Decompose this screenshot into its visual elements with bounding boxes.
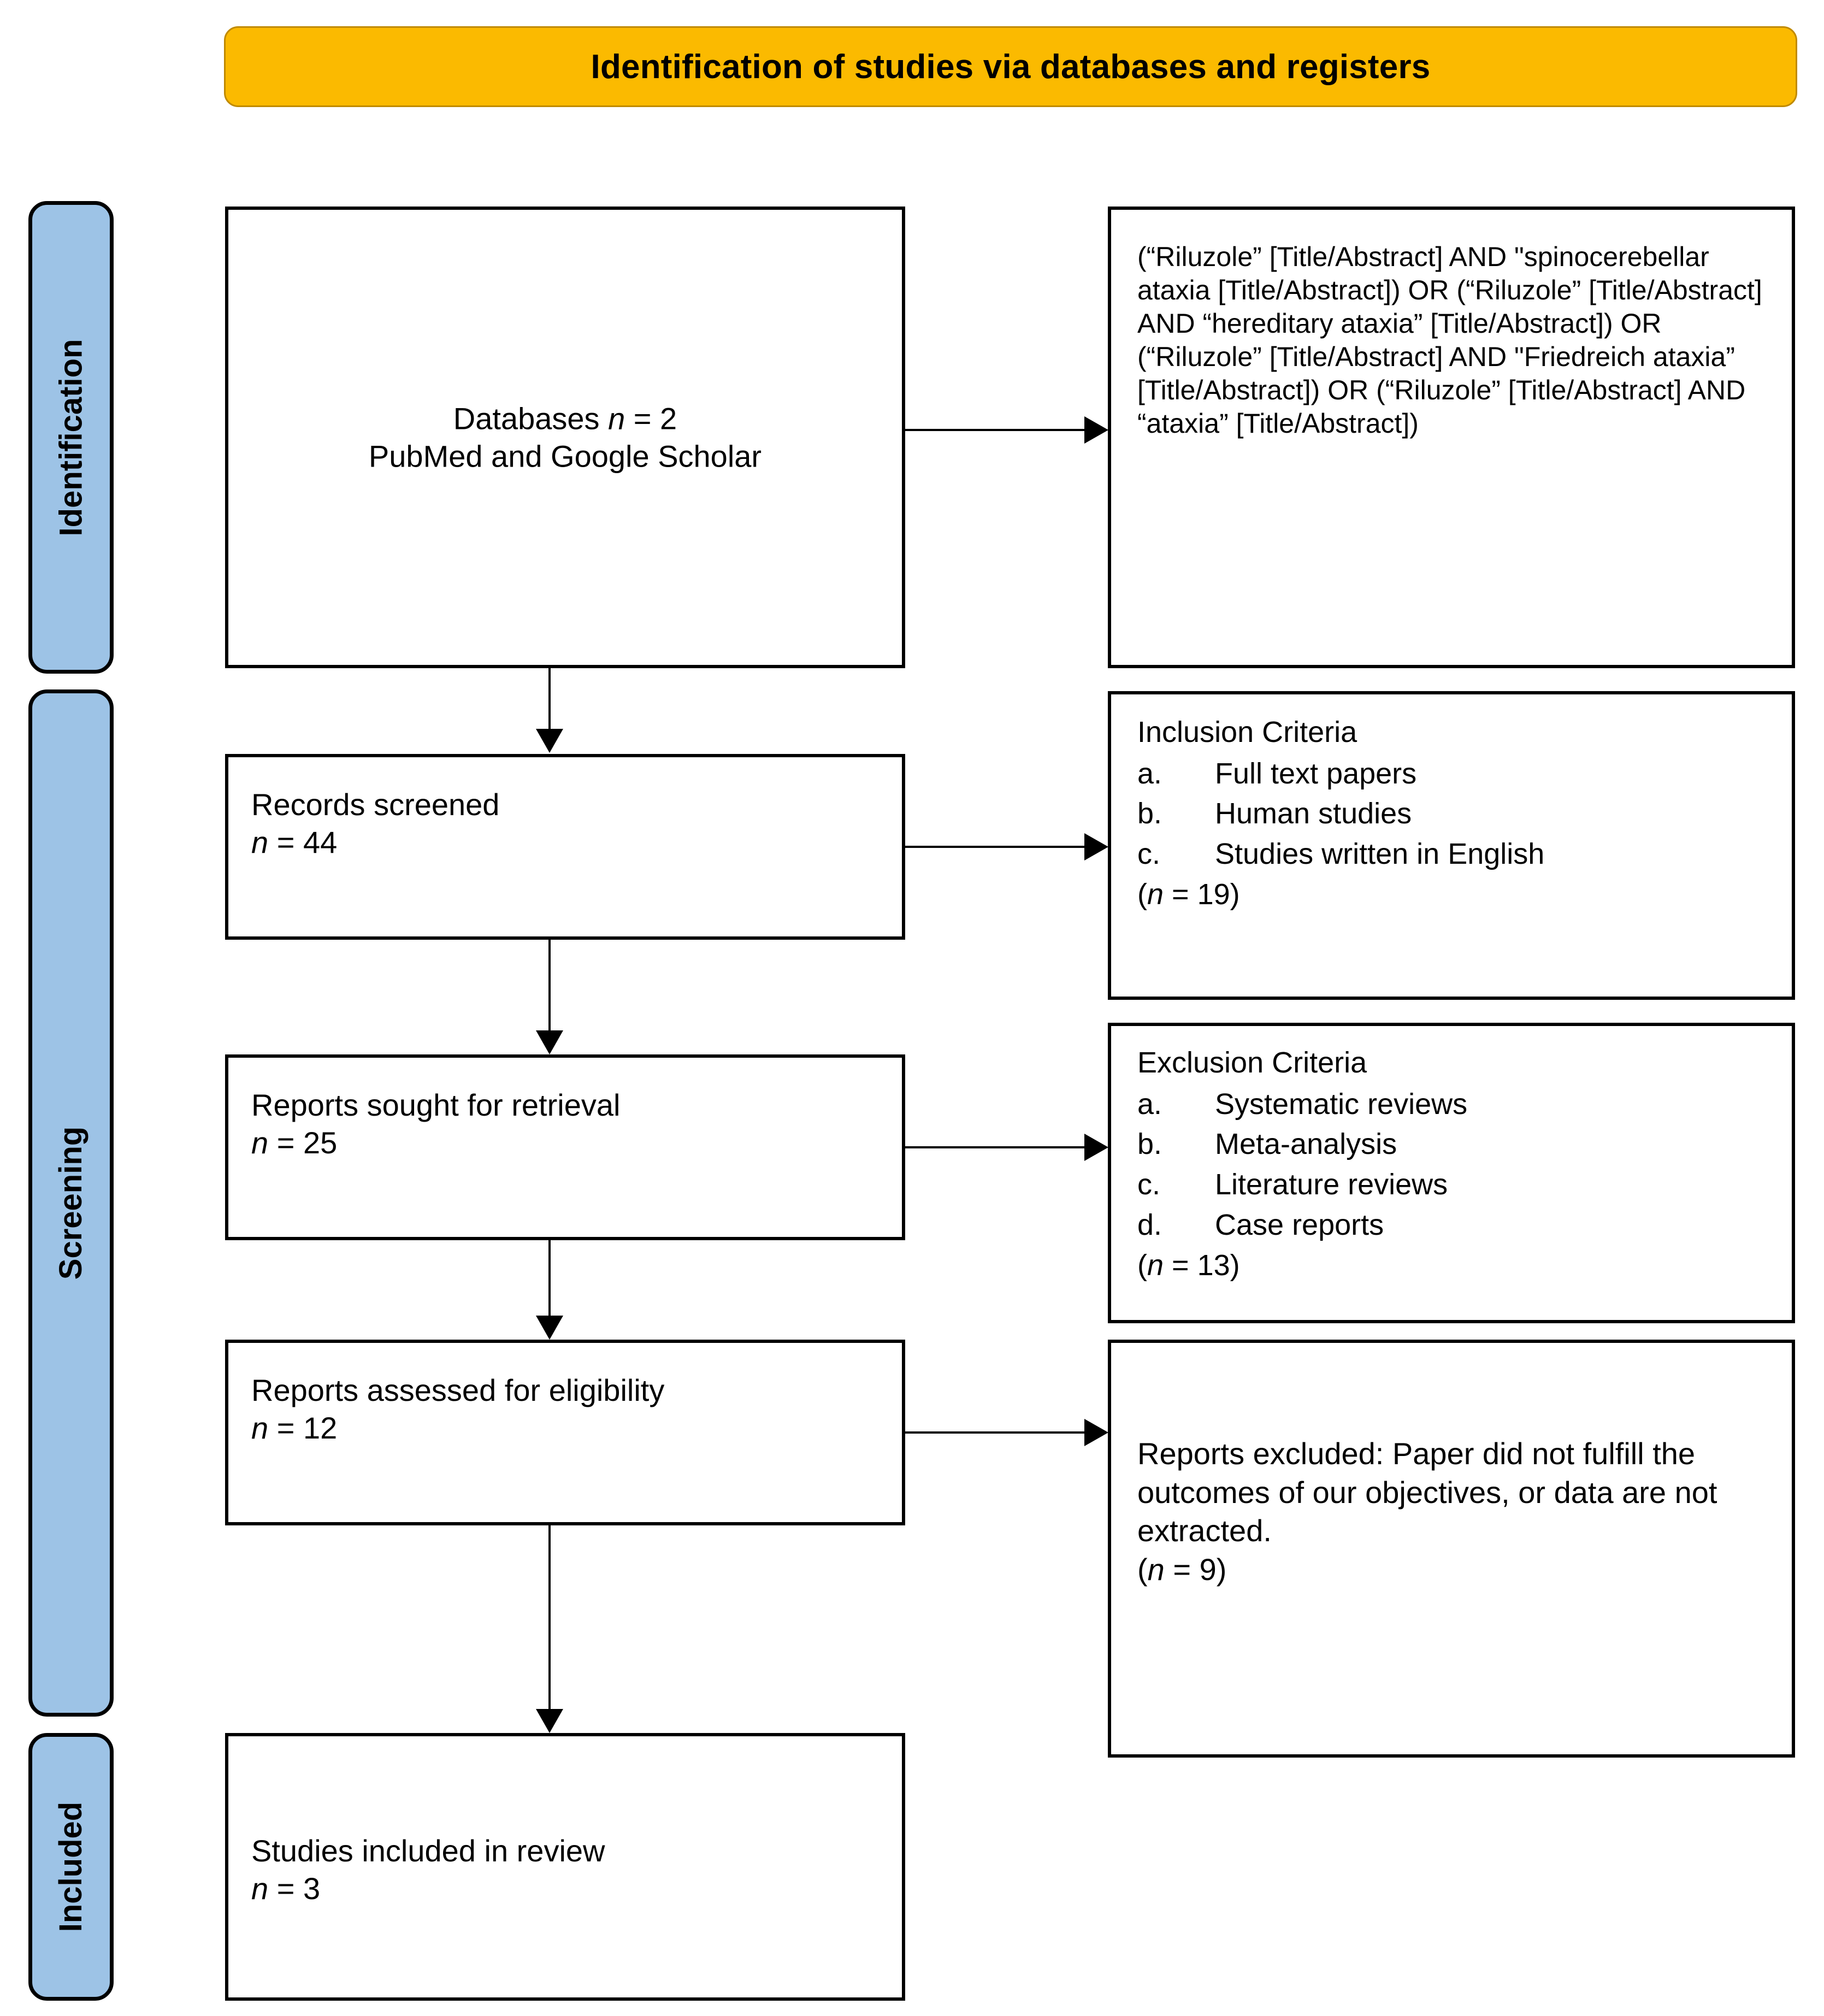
records-screened-n-value: = 44 (268, 825, 338, 860)
records-screened-title: Records screened (251, 787, 500, 822)
reports-assessed-count: n = 12 (251, 1409, 884, 1447)
exclusion-item-marker-c: c. (1137, 1168, 1161, 1201)
box-records-screened: Records screened n = 44 (225, 754, 905, 940)
reports-sought-title: Reports sought for retrieval (251, 1088, 621, 1122)
exclusion-count-value: = 13) (1164, 1248, 1240, 1282)
exclusion-item-marker-d: d. (1137, 1208, 1162, 1241)
exclusion-item-marker-b: b. (1137, 1128, 1162, 1161)
box-search-query: (“Riluzole” [Title/Abstract] AND "spinoc… (1108, 207, 1795, 668)
arrowhead-assessed-to-excluded (1084, 1419, 1108, 1446)
box-databases: Databases n = 2 PubMed and Google Schola… (225, 207, 905, 668)
databases-line-2: PubMed and Google Scholar (368, 439, 762, 474)
connector-assessed-to-included (548, 1525, 551, 1710)
arrowhead-records-to-sought (536, 1030, 563, 1054)
exclusion-item-label-c: Literature reviews (1215, 1168, 1448, 1201)
connector-sought-to-assessed (548, 1240, 551, 1317)
connector-databases-to-records (548, 668, 551, 730)
inclusion-count-value: = 19) (1164, 877, 1240, 911)
exclusion-criteria-item: b. Meta-analysis (1137, 1127, 1775, 1162)
reports-excluded-count-prefix: ( (1137, 1552, 1148, 1587)
reports-excluded-text: Reports excluded: Paper did not fulfill … (1137, 1436, 1717, 1548)
arrowhead-databases-to-records (536, 729, 563, 753)
exclusion-item-label-b: Meta-analysis (1215, 1128, 1397, 1161)
studies-included-title: Studies included in review (251, 1834, 605, 1868)
reports-sought-n-symbol: n (251, 1125, 269, 1160)
box-studies-included-in-review: Studies included in review n = 3 (225, 1733, 905, 2001)
page-title: Identification of studies via databases … (224, 26, 1797, 107)
page-title-text: Identification of studies via databases … (591, 48, 1431, 86)
reports-excluded-count-n-symbol: n (1147, 1552, 1165, 1587)
box-reports-assessed-for-eligibility: Reports assessed for eligibility n = 12 (225, 1340, 905, 1525)
stage-label-included-text: Included (53, 1801, 88, 1932)
inclusion-item-label-a: Full text papers (1215, 757, 1417, 790)
reports-excluded-count: (n = 9) (1137, 1551, 1770, 1589)
reports-assessed-n-symbol: n (251, 1411, 269, 1446)
inclusion-criteria-item: a. Full text papers (1137, 757, 1775, 792)
arrowhead-sought-to-exclusion (1084, 1134, 1108, 1161)
inclusion-criteria-item: b. Human studies (1137, 797, 1775, 832)
search-query-text: (“Riluzole” [Title/Abstract] AND "spinoc… (1137, 241, 1762, 439)
inclusion-item-marker-a: a. (1137, 757, 1162, 790)
inclusion-count-n-symbol: n (1147, 877, 1164, 911)
box-reports-sought-for-retrieval: Reports sought for retrieval n = 25 (225, 1054, 905, 1240)
databases-line-1: Databases n = 2 (228, 399, 902, 437)
records-screened-count: n = 44 (251, 823, 884, 861)
reports-sought-count: n = 25 (251, 1124, 884, 1162)
inclusion-item-marker-c: c. (1137, 838, 1161, 871)
exclusion-criteria-item: a. Systematic reviews (1137, 1087, 1775, 1122)
inclusion-criteria-count: (n = 19) (1137, 877, 1775, 912)
reports-assessed-n-value: = 12 (268, 1411, 338, 1446)
inclusion-item-label-c: Studies written in English (1215, 838, 1545, 871)
inclusion-count-prefix: ( (1137, 877, 1147, 911)
connector-records-to-sought (548, 940, 551, 1031)
box-inclusion-criteria: Inclusion Criteria a. Full text papers b… (1108, 691, 1795, 1000)
inclusion-criteria-item: c. Studies written in English (1137, 837, 1775, 872)
stage-label-identification-text: Identification (53, 339, 89, 536)
box-reports-excluded: Reports excluded: Paper did not fulfill … (1108, 1340, 1795, 1758)
records-screened-n-symbol: n (251, 825, 269, 860)
box-exclusion-criteria: Exclusion Criteria a. Systematic reviews… (1108, 1023, 1795, 1323)
reports-assessed-title: Reports assessed for eligibility (251, 1373, 665, 1407)
databases-n-symbol: n (608, 401, 625, 436)
exclusion-item-marker-a: a. (1137, 1087, 1162, 1121)
exclusion-criteria-item: d. Case reports (1137, 1208, 1775, 1243)
studies-included-count: n = 3 (251, 1870, 884, 1907)
stage-label-identification: Identification (28, 201, 114, 674)
connector-databases-to-query (905, 429, 1085, 431)
exclusion-count-prefix: ( (1137, 1248, 1147, 1282)
studies-included-n-symbol: n (251, 1871, 269, 1906)
exclusion-criteria-item: c. Literature reviews (1137, 1168, 1775, 1202)
arrowhead-sought-to-assessed (536, 1316, 563, 1340)
arrowhead-assessed-to-included (536, 1709, 563, 1733)
stage-label-screening: Screening (28, 689, 114, 1717)
exclusion-criteria-count: (n = 13) (1137, 1248, 1775, 1283)
stage-label-included: Included (28, 1733, 114, 2001)
connector-assessed-to-excluded (905, 1431, 1085, 1434)
exclusion-item-label-d: Case reports (1215, 1208, 1384, 1241)
reports-excluded-count-value: = 9) (1164, 1552, 1227, 1587)
inclusion-item-marker-b: b. (1137, 797, 1162, 830)
exclusion-count-n-symbol: n (1147, 1248, 1164, 1282)
exclusion-item-label-a: Systematic reviews (1215, 1087, 1468, 1121)
studies-included-n-value: = 3 (268, 1871, 321, 1906)
stage-label-screening-text: Screening (53, 1126, 88, 1280)
reports-sought-n-value: = 25 (268, 1125, 338, 1160)
databases-label: Databases (453, 401, 609, 436)
arrowhead-records-to-inclusion (1084, 833, 1108, 860)
connector-sought-to-exclusion (905, 1146, 1085, 1148)
databases-n-value: = 2 (625, 401, 677, 436)
exclusion-criteria-title: Exclusion Criteria (1137, 1046, 1367, 1079)
connector-records-to-inclusion (905, 846, 1085, 848)
inclusion-item-label-b: Human studies (1215, 797, 1412, 830)
arrowhead-databases-to-query (1084, 416, 1108, 444)
inclusion-criteria-title: Inclusion Criteria (1137, 716, 1357, 748)
